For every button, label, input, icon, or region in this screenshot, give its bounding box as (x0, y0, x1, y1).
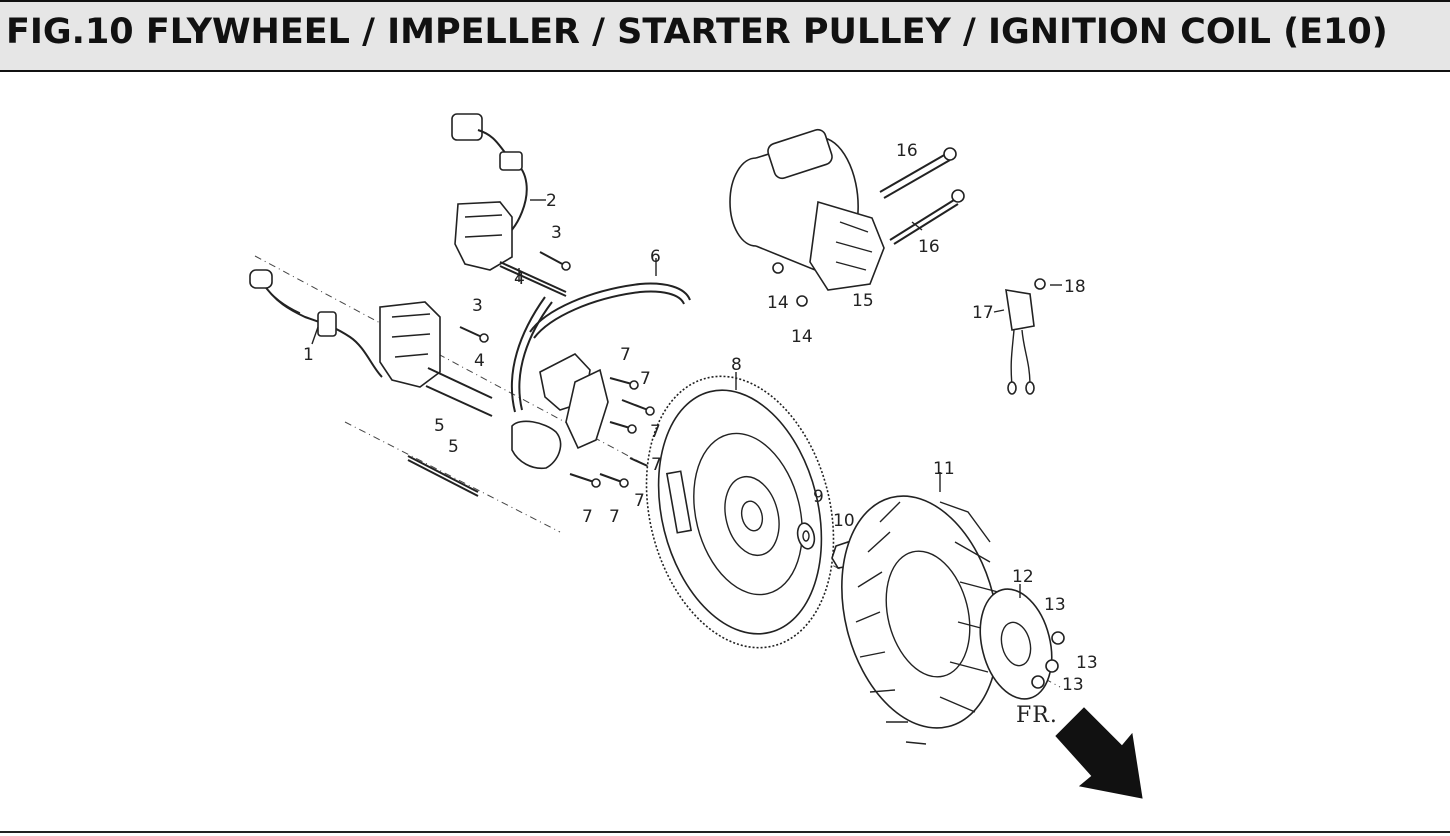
callout-labels: 1 2 3 3 4 4 5 5 6 7 7 7 7 7 7 7 8 9 10 1… (303, 141, 1098, 695)
part-3-bolt-upper[interactable] (539, 251, 571, 271)
part-7-bolts[interactable] (569, 377, 659, 488)
part-9-washer[interactable] (795, 521, 817, 550)
callout-2: 2 (546, 191, 557, 211)
part-4-stud-upper[interactable] (499, 261, 567, 297)
part-5-stud[interactable] (407, 455, 479, 497)
callout-5b: 5 (448, 437, 459, 457)
callout-11: 11 (933, 459, 955, 479)
callout-12: 12 (1012, 567, 1034, 587)
bottom-rule (0, 831, 1450, 833)
part-17-module[interactable] (1005, 289, 1035, 395)
front-direction-arrow-icon (1055, 707, 1143, 799)
callout-7f: 7 (609, 507, 620, 527)
part-13-nuts[interactable] (1031, 631, 1065, 689)
part-4-stud-lower[interactable] (425, 367, 493, 417)
callout-13b: 13 (1076, 653, 1098, 673)
callout-18: 18 (1064, 277, 1086, 297)
callout-7e: 7 (582, 507, 593, 527)
part-3-bolt-lower[interactable] (459, 326, 489, 343)
callout-7d: 7 (634, 491, 645, 511)
part-6-stator[interactable] (510, 282, 691, 470)
callout-6: 6 (650, 247, 661, 267)
parts-diagram: 1 2 3 3 4 4 5 5 6 7 7 7 7 7 7 7 8 9 10 1… (0, 72, 1450, 832)
callout-5a: 5 (434, 416, 445, 436)
callout-4a: 4 (514, 269, 525, 289)
callout-7b: 7 (640, 369, 651, 389)
callout-7g: 7 (651, 455, 662, 475)
figure-header: FIG.10 FLYWHEEL / IMPELLER / STARTER PUL… (0, 0, 1450, 72)
callout-7c: 7 (650, 422, 661, 442)
figure-title: FIG.10 FLYWHEEL / IMPELLER / STARTER PUL… (6, 12, 1388, 52)
direction-label: FR. (1016, 703, 1058, 728)
callout-3a: 3 (551, 223, 562, 243)
callout-17: 17 (972, 303, 994, 323)
callout-13c: 13 (1062, 675, 1084, 695)
part-15-starter-motor[interactable] (729, 128, 885, 291)
callout-8: 8 (731, 355, 742, 375)
callout-14b: 14 (791, 327, 813, 347)
callout-10: 10 (833, 511, 855, 531)
leader-lines (311, 199, 1062, 598)
callout-7a: 7 (620, 345, 631, 365)
callout-16b: 16 (918, 237, 940, 257)
part-12-plate[interactable] (969, 581, 1062, 706)
callout-4b: 4 (474, 351, 485, 371)
part-18-bolt[interactable] (1034, 278, 1046, 290)
part-2-ignition-coil[interactable] (451, 113, 528, 271)
callout-15: 15 (852, 291, 874, 311)
callout-13a: 13 (1044, 595, 1066, 615)
part-8-flywheel[interactable] (619, 356, 860, 667)
part-14-nuts[interactable] (772, 262, 808, 307)
part-1-ignition-coil[interactable] (249, 269, 441, 388)
callout-3b: 3 (472, 296, 483, 316)
part-16-bolts[interactable] (879, 147, 965, 245)
callout-1: 1 (303, 345, 314, 365)
callout-14a: 14 (767, 293, 789, 313)
callout-16a: 16 (896, 141, 918, 161)
callout-9: 9 (813, 487, 824, 507)
